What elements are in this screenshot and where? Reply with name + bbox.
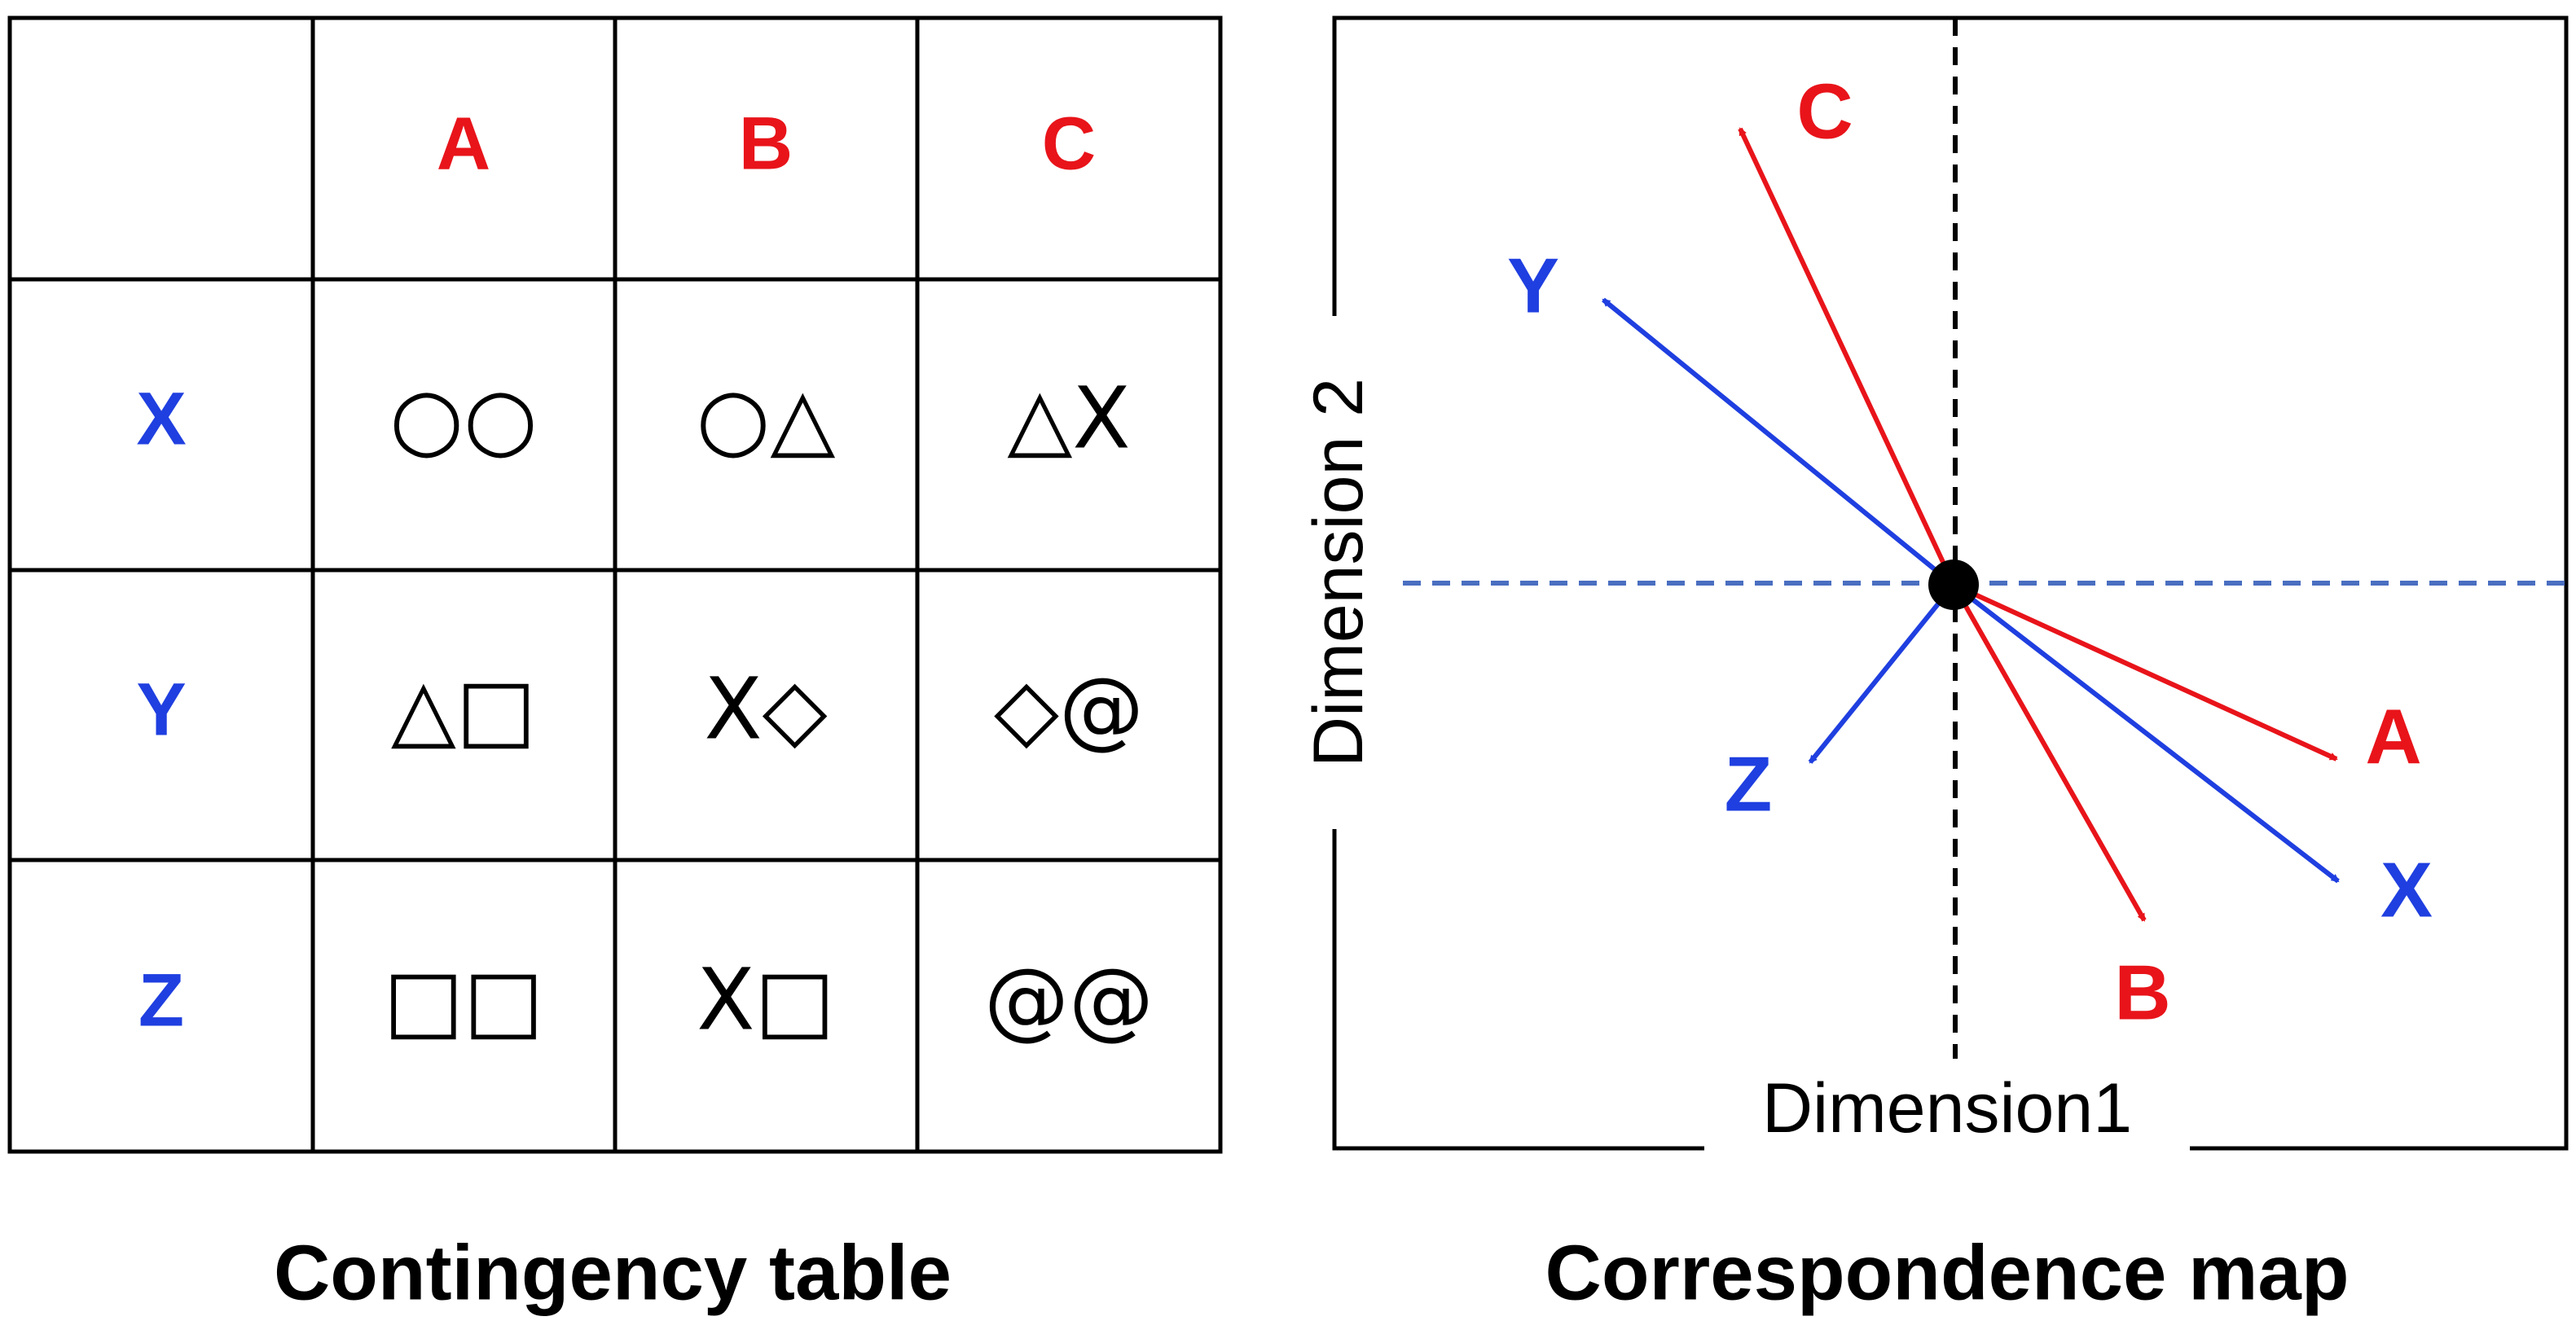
vector-arrow-c bbox=[1738, 127, 1956, 586]
y-axis-label: Dimension 2 bbox=[1299, 378, 1378, 767]
vector-label-z: Z bbox=[1725, 740, 1773, 827]
vector-label-b: B bbox=[2114, 949, 2170, 1036]
column-header-b: B bbox=[739, 102, 793, 185]
origin-point bbox=[1928, 559, 1979, 610]
vector-label-x: X bbox=[2380, 846, 2433, 933]
correspondence-map-caption: Correspondence map bbox=[1545, 1229, 2350, 1316]
vector-arrow-z bbox=[1808, 583, 1956, 764]
contingency-table: A B C X Y Z ○○ ○△ △X △□ X◇ ◇@ □□ X□ @@ bbox=[7, 15, 1223, 1154]
row-header-z: Z bbox=[138, 959, 184, 1042]
map-frame bbox=[1332, 15, 2569, 1151]
table-cell-y-b: X◇ bbox=[704, 659, 827, 758]
x-axis-label: Dimension1 bbox=[1762, 1069, 2132, 1148]
table-cell-z-b: X□ bbox=[697, 950, 835, 1049]
table-cell-x-c: △X bbox=[1007, 368, 1130, 467]
row-header-y: Y bbox=[136, 668, 186, 751]
table-cell-y-a: △□ bbox=[391, 659, 536, 758]
row-header-x: X bbox=[136, 377, 186, 460]
correspondence-map: Dimension1 Dimension 2 A B C X Y Z bbox=[1299, 15, 2569, 1151]
vector-label-a: A bbox=[2365, 693, 2421, 780]
column-header-c: C bbox=[1042, 102, 1096, 185]
table-cell-y-c: ◇@ bbox=[994, 659, 1144, 758]
column-header-a: A bbox=[437, 102, 490, 185]
vector-label-y: Y bbox=[1507, 242, 1559, 329]
contingency-table-caption: Contingency table bbox=[274, 1229, 952, 1316]
vector-label-c: C bbox=[1796, 68, 1853, 155]
vector-arrow-x bbox=[1952, 582, 2340, 884]
table-cell-x-a: ○○ bbox=[389, 368, 538, 467]
vector-arrow-y bbox=[1602, 297, 1955, 587]
vector-arrow-a bbox=[1952, 582, 2338, 761]
table-cell-z-c: @@ bbox=[984, 950, 1154, 1049]
table-cell-z-a: □□ bbox=[384, 950, 544, 1049]
table-cell-x-b: ○△ bbox=[697, 368, 836, 467]
vector-arrow-b bbox=[1951, 583, 2147, 922]
